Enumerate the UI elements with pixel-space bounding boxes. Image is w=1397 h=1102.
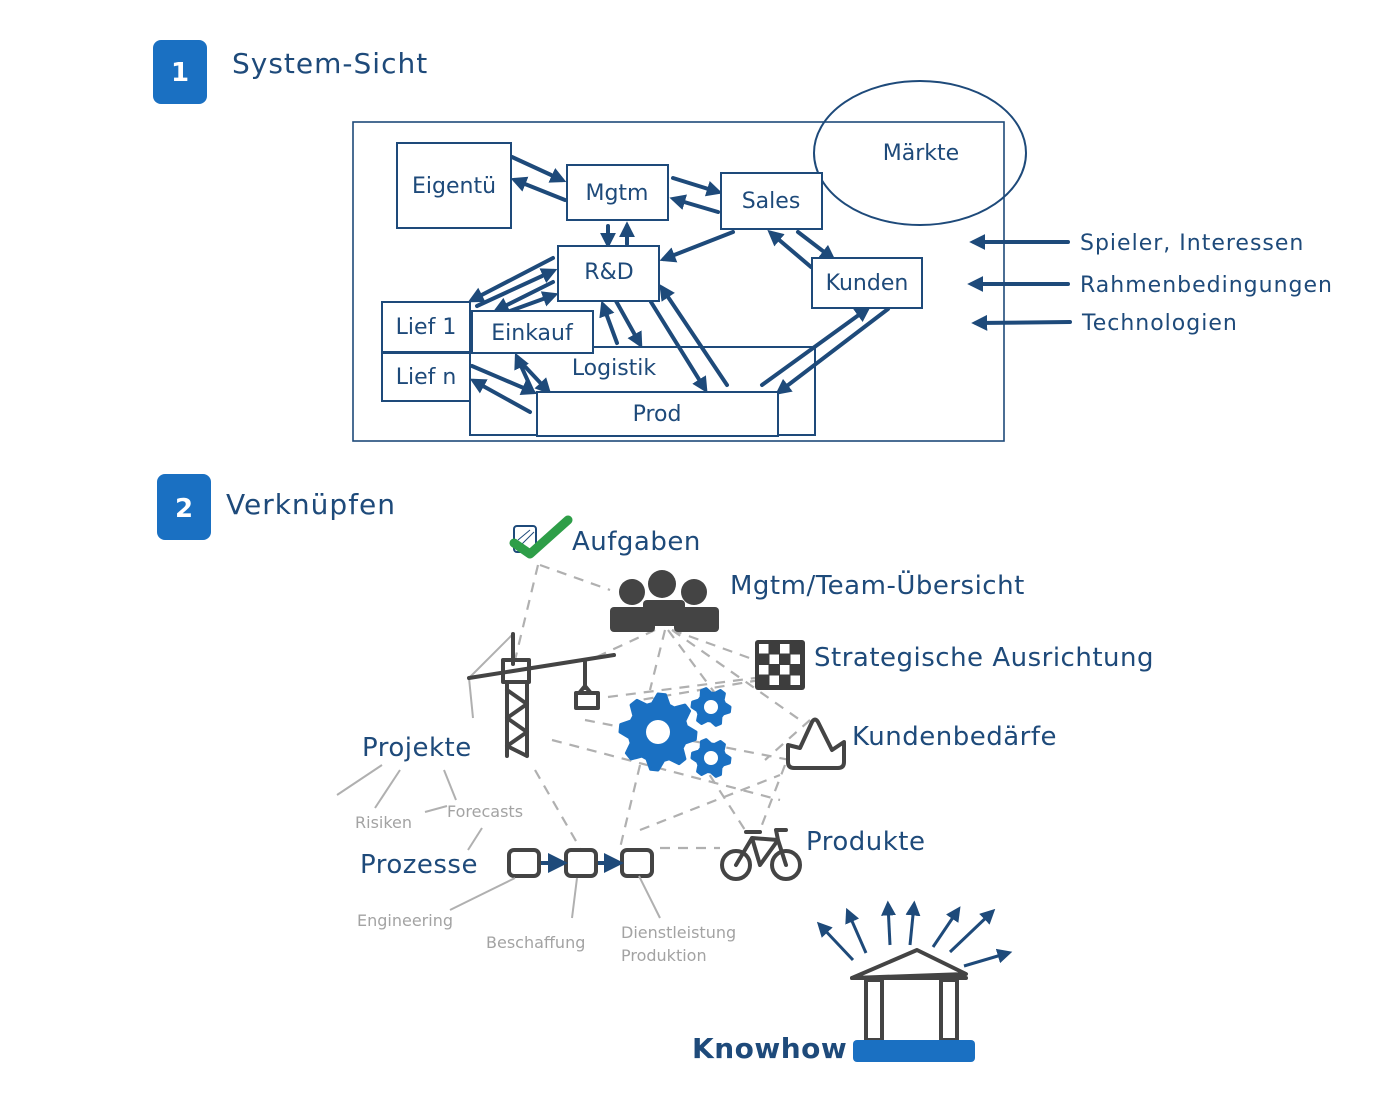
section-verknuepfen: 2 Verknüpfen <box>157 474 1154 1065</box>
node-einkauf: Einkauf <box>471 310 594 354</box>
node-produkte: Produkte <box>720 827 925 881</box>
label-dienstleistung: Dienstleistung <box>621 923 736 942</box>
node-prozesse: Prozesse Engineering Beschaffung Dienstl… <box>357 848 736 965</box>
node-prod: Prod <box>536 391 779 437</box>
node-liefn: Lief n <box>381 352 471 402</box>
label-risiken: Risiken <box>355 813 412 832</box>
node-aufgaben: Aufgaben <box>509 515 701 559</box>
label-prod: Prod <box>633 402 682 427</box>
checkerboard-icon <box>755 640 805 690</box>
connector-lines <box>513 563 811 850</box>
node-rnd: R&D <box>557 245 660 302</box>
gear-large-hole <box>646 720 670 744</box>
checker-square <box>769 654 779 664</box>
section-1-badge: 1 <box>153 40 207 104</box>
label-sales: Sales <box>742 189 801 214</box>
section-2-badge: 2 <box>157 474 211 540</box>
checker-square <box>759 665 769 675</box>
label-aufgaben: Aufgaben <box>572 527 701 557</box>
node-team: Mgtm/Team-Übersicht <box>610 569 1025 632</box>
label-beschaffung: Beschaffung <box>486 933 585 952</box>
node-lief1: Lief 1 <box>381 301 471 353</box>
factor-technologien: Technologien <box>1081 311 1238 336</box>
label-lief1: Lief 1 <box>396 315 457 340</box>
team-icon <box>610 570 719 632</box>
label-projekte: Projekte <box>362 733 472 763</box>
label-knowhow: Knowhow <box>692 1032 847 1065</box>
label-eigentuemer: Eigentü <box>412 174 496 199</box>
checker-square <box>780 665 790 675</box>
external-factors: Spieler, Interessen Rahmenbedingungen Te… <box>967 231 1333 336</box>
system-arrows <box>467 155 890 414</box>
system-frame <box>352 121 1005 442</box>
checker-square <box>790 654 800 664</box>
label-rnd: R&D <box>584 260 633 285</box>
node-eigentuemer: Eigentü <box>396 142 512 229</box>
section-title: Verknüpfen <box>226 488 396 521</box>
badge-number: 1 <box>171 58 189 88</box>
gear-small-top-hole <box>704 700 718 714</box>
label-mgtm: Mgtm <box>585 181 648 206</box>
node-sales: Sales <box>720 172 823 230</box>
factor-spieler: Spieler, Interessen <box>1080 231 1304 256</box>
crane-icon <box>467 632 616 758</box>
checker-square <box>759 644 769 654</box>
label-liefn: Lief n <box>396 365 457 390</box>
checker-square <box>769 675 779 685</box>
process-chain-icon <box>507 848 654 878</box>
section-system-sicht: 1 System-Sicht Märkte Logistik <box>153 40 1333 442</box>
node-mgtm: Mgtm <box>566 164 669 221</box>
label-kundenbedarfe: Kundenbedärfe <box>852 722 1057 752</box>
gear-small-bottom-hole <box>704 751 718 765</box>
checker-square <box>780 644 790 654</box>
label-einkauf: Einkauf <box>491 321 574 346</box>
label-team: Mgtm/Team-Übersicht <box>730 569 1025 601</box>
label-produktion: Produktion <box>621 946 707 965</box>
label-strategie: Strategische Ausrichtung <box>814 643 1154 673</box>
label-engineering: Engineering <box>357 911 453 930</box>
label-forecasts: Forecasts <box>447 802 523 821</box>
label-maerkte: Märkte <box>883 141 959 166</box>
label-logistik: Logistik <box>572 356 657 381</box>
factor-rahmen: Rahmenbedingungen <box>1080 273 1333 298</box>
section-title: System-Sicht <box>232 47 428 80</box>
label-prozesse: Prozesse <box>360 850 478 880</box>
node-maerkte: Märkte <box>813 80 1027 226</box>
node-projekte: Projekte Risiken Forecasts <box>336 632 616 851</box>
gears-icon <box>618 687 732 778</box>
label-kunden: Kunden <box>826 271 909 296</box>
badge-number: 2 <box>175 494 193 524</box>
node-strategie: Strategische Ausrichtung <box>755 640 1154 690</box>
crown-icon <box>786 717 846 770</box>
temple-icon <box>816 900 1013 1062</box>
bicycle-icon <box>720 828 802 881</box>
label-produkte: Produkte <box>806 827 925 857</box>
node-knowhow: Knowhow <box>692 900 1013 1065</box>
node-kunden: Kunden <box>811 257 923 309</box>
checkbox-check-icon <box>509 515 573 559</box>
factor-arrow <box>971 314 1072 331</box>
node-kundenbedarfe: Kundenbedärfe <box>786 717 1057 770</box>
checker-square <box>790 675 800 685</box>
